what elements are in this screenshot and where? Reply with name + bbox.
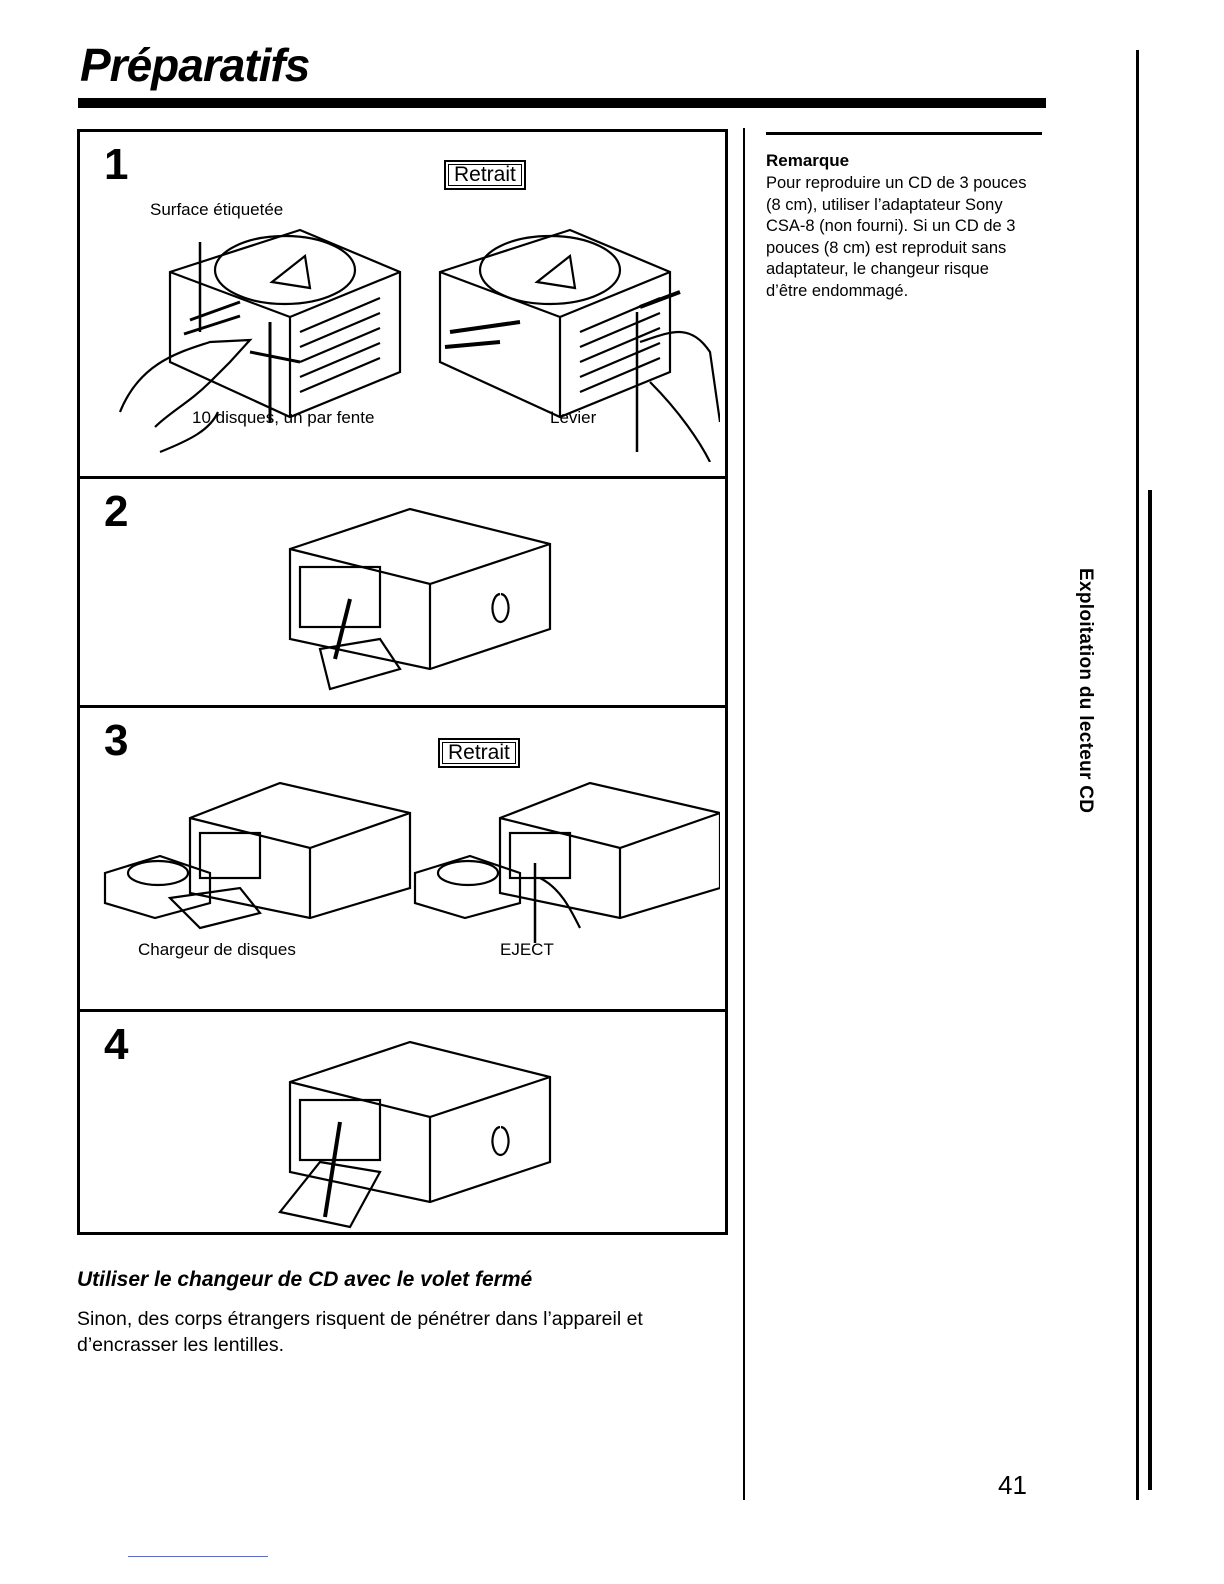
chapter-side-label: Exploitation du lecteur CD [1066, 568, 1096, 848]
step-number: 1 [104, 140, 128, 190]
section-body: Sinon, des corps étrangers risquent de p… [77, 1306, 727, 1358]
margin-rule [1136, 50, 1139, 1500]
step-number: 2 [104, 487, 128, 537]
section-title: Utiliser le changeur de CD avec le volet… [77, 1268, 532, 1292]
step-4: 4 [80, 1012, 725, 1232]
footer-line [128, 1556, 268, 1557]
retrait-button: Retrait [444, 160, 526, 190]
chapter-tab-bar [1148, 490, 1152, 1490]
magazine-loading-illustration [100, 212, 720, 462]
step-number: 3 [104, 716, 128, 766]
note-title: Remarque [766, 151, 849, 171]
steps-panel: 1 Retrait Surface étiquetée 10 disques, … [77, 129, 728, 1235]
retrait-button: Retrait [438, 738, 520, 768]
step-1: 1 Retrait Surface étiquetée 10 disques, … [80, 132, 725, 479]
changer-door-close-illustration [260, 1032, 580, 1232]
note-rule [766, 132, 1042, 135]
step-3: 3 Retrait Chargeur de disques EJECT [80, 708, 725, 1012]
title-rule [78, 98, 1046, 108]
page-title: Préparatifs [80, 38, 309, 92]
step-2: 2 [80, 479, 725, 708]
changer-door-open-illustration [260, 499, 580, 699]
magazine-insert-illustration [100, 778, 720, 948]
column-divider [743, 128, 745, 1500]
note-body: Pour reproduire un CD de 3 pouces (8 cm)… [766, 173, 1034, 302]
page-number: 41 [998, 1470, 1027, 1501]
step-number: 4 [104, 1020, 128, 1070]
